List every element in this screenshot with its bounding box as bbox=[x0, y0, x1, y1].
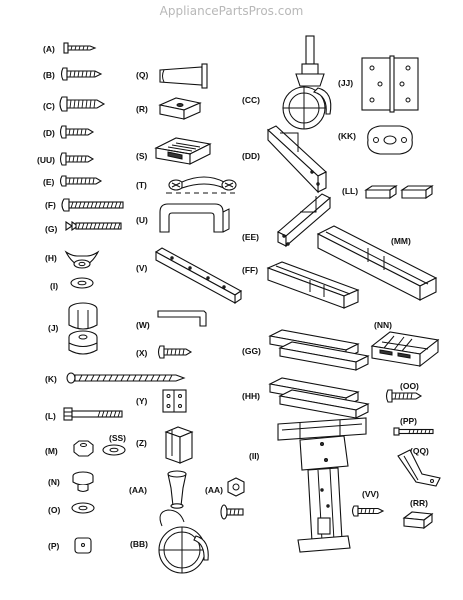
part-l-hex-bolt bbox=[63, 407, 123, 421]
part-o-washer bbox=[71, 502, 95, 514]
label-s: (S) bbox=[136, 151, 148, 161]
label-dd: (DD) bbox=[242, 151, 260, 161]
part-b-screw bbox=[60, 67, 103, 81]
label-d: (D) bbox=[43, 128, 55, 138]
label-kk: (KK) bbox=[338, 131, 356, 141]
label-b: (B) bbox=[43, 70, 55, 80]
part-m-hex-nut bbox=[73, 440, 94, 457]
label-gg: (GG) bbox=[242, 346, 261, 356]
part-p-cap bbox=[74, 537, 92, 554]
label-j: (J) bbox=[48, 323, 59, 333]
label-v: (V) bbox=[136, 263, 148, 273]
part-q-plug bbox=[159, 63, 208, 89]
part-v-rail bbox=[154, 247, 243, 305]
part-qq-bracket bbox=[397, 449, 441, 487]
label-p: (P) bbox=[48, 541, 60, 551]
label-uu: (UU) bbox=[37, 155, 55, 165]
part-rr-block bbox=[402, 511, 434, 530]
label-aa-left: (AA) bbox=[129, 485, 147, 495]
part-aa-knob-hardware bbox=[220, 477, 245, 520]
watermark: AppliancePartsPros.com bbox=[159, 4, 304, 18]
label-aa-right: (AA) bbox=[205, 485, 223, 495]
part-pp-pin bbox=[393, 427, 434, 436]
part-r-block bbox=[158, 97, 202, 120]
part-z-corner-block bbox=[164, 426, 194, 464]
part-t-handle bbox=[166, 176, 237, 194]
label-r: (R) bbox=[136, 104, 148, 114]
label-jj: (JJ) bbox=[338, 78, 354, 88]
part-aa-knob bbox=[167, 470, 187, 509]
label-rr: (RR) bbox=[410, 498, 428, 508]
label-n: (N) bbox=[48, 477, 60, 487]
label-o: (O) bbox=[48, 505, 61, 515]
part-u-handle bbox=[159, 203, 230, 233]
part-g-wing-bolt bbox=[65, 220, 122, 232]
part-k-long-screw bbox=[66, 372, 186, 384]
label-u: (U) bbox=[136, 215, 148, 225]
part-n-glide bbox=[72, 471, 94, 493]
label-ii: (II) bbox=[249, 451, 260, 461]
part-a-screw bbox=[63, 42, 97, 54]
part-gg-blocks bbox=[268, 329, 370, 371]
part-j-cam-locks bbox=[68, 302, 98, 355]
part-e-screw bbox=[59, 175, 103, 187]
part-bb-caster bbox=[158, 509, 209, 574]
label-hh: (HH) bbox=[242, 391, 260, 401]
label-ll: (LL) bbox=[342, 186, 359, 196]
part-w-hex-key bbox=[157, 310, 207, 327]
part-y-hinge bbox=[162, 389, 187, 413]
part-h-wing-nut bbox=[64, 250, 100, 269]
label-y: (Y) bbox=[136, 396, 148, 406]
part-dd-bracket bbox=[267, 125, 327, 194]
part-jj-hinge bbox=[361, 55, 419, 113]
label-f: (F) bbox=[45, 200, 56, 210]
label-nn: (NN) bbox=[374, 320, 392, 330]
part-oo-screw bbox=[385, 389, 423, 403]
label-ss: (SS) bbox=[109, 433, 126, 443]
part-ii-frame bbox=[277, 417, 367, 553]
label-x: (X) bbox=[136, 348, 148, 358]
part-ll-blocks bbox=[364, 184, 434, 200]
part-x-screw bbox=[157, 345, 193, 359]
part-mm-tray bbox=[316, 225, 438, 301]
label-z: (Z) bbox=[136, 438, 147, 448]
label-t: (T) bbox=[136, 180, 147, 190]
part-s-bracket bbox=[154, 137, 212, 165]
part-cc-caster bbox=[282, 35, 332, 130]
label-a: (A) bbox=[43, 44, 55, 54]
part-c-screw bbox=[59, 96, 106, 112]
label-m: (M) bbox=[45, 446, 58, 456]
label-mm: (MM) bbox=[391, 236, 411, 246]
label-i: (I) bbox=[50, 281, 59, 291]
part-kk-plate bbox=[367, 125, 413, 155]
label-cc: (CC) bbox=[242, 95, 260, 105]
label-g: (G) bbox=[45, 224, 58, 234]
label-ee: (EE) bbox=[242, 232, 259, 242]
label-h: (H) bbox=[45, 253, 57, 263]
part-nn-tray bbox=[370, 331, 440, 368]
label-e: (E) bbox=[43, 177, 55, 187]
label-q: (Q) bbox=[136, 70, 149, 80]
label-oo: (OO) bbox=[400, 381, 419, 391]
part-vv-screw bbox=[351, 505, 385, 517]
part-hh-blocks bbox=[268, 377, 370, 419]
part-uu-screw bbox=[59, 152, 95, 166]
part-f-bolt bbox=[61, 198, 124, 212]
part-ss-washer bbox=[102, 444, 126, 456]
label-k: (K) bbox=[45, 374, 57, 384]
label-ff: (FF) bbox=[242, 265, 259, 275]
label-qq: (QQ) bbox=[410, 446, 429, 456]
part-i-washer bbox=[70, 277, 94, 289]
label-w: (W) bbox=[136, 320, 150, 330]
part-d-screw bbox=[59, 125, 95, 139]
label-c: (C) bbox=[43, 101, 55, 111]
label-l: (L) bbox=[45, 411, 56, 421]
label-bb: (BB) bbox=[130, 539, 148, 549]
part-ff-tray bbox=[266, 261, 360, 309]
label-pp: (PP) bbox=[400, 416, 417, 426]
part-ee-bracket bbox=[277, 193, 331, 248]
label-vv: (VV) bbox=[362, 489, 379, 499]
